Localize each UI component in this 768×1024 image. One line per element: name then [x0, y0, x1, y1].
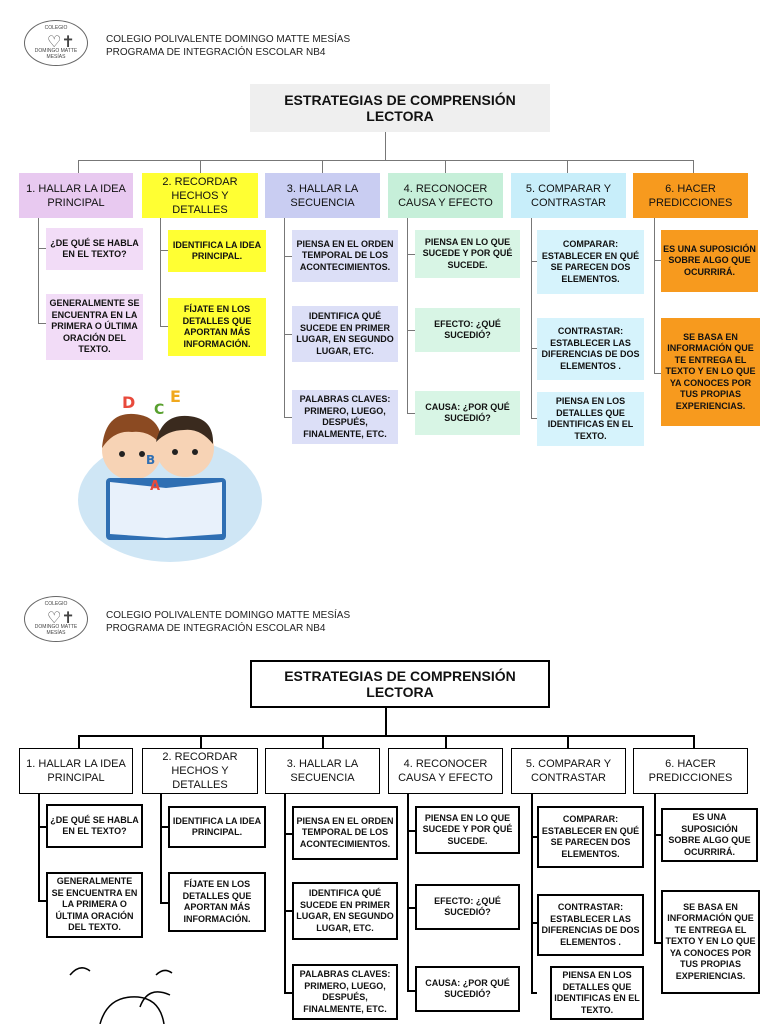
- item-details-1: IDENTIFICA LA IDEA PRINCIPAL.: [168, 230, 266, 272]
- letter-a: A: [150, 479, 160, 494]
- category-predictions: 6. HACER PREDICCIONES: [633, 173, 748, 218]
- item-details-2-bw: FÍJATE EN LOS DETALLES QUE APORTAN MÁS I…: [168, 872, 266, 932]
- item-compare-1-bw: COMPARAR: ESTABLECER EN QUÉ SE PARECEN D…: [537, 806, 644, 868]
- item-cause-effect-1-bw: PIENSA EN LO QUE SUCEDE Y POR QUÉ SUCEDE…: [415, 806, 520, 854]
- category-sequence: 3. HALLAR LA SECUENCIA: [265, 173, 380, 218]
- item-main-idea-1-bw: ¿DE QUÉ SE HABLA EN EL TEXTO?: [46, 804, 143, 848]
- item-predictions-1: ES UNA SUPOSICIÓN SOBRE ALGO QUE OCURRIR…: [661, 230, 758, 292]
- category-main-idea: 1. HALLAR LA IDEA PRINCIPAL: [19, 173, 133, 218]
- category-compare-contrast-bw: 5. COMPARAR Y CONTRASTAR: [511, 748, 626, 794]
- page-title-bw: ESTRATEGIAS DE COMPRENSIÓN LECTORA: [250, 660, 550, 708]
- item-sequence-1-bw: PIENSA EN EL ORDEN TEMPORAL DE LOS ACONT…: [292, 806, 398, 860]
- item-cause-effect-1: PIENSA EN LO QUE SUCEDE Y POR QUÉ SUCEDE…: [415, 230, 520, 278]
- item-compare-3-bw: PIENSA EN LOS DETALLES QUE IDENTIFICAS E…: [550, 966, 644, 1020]
- heart-cross-icon: ♡✝: [47, 34, 75, 51]
- item-sequence-3-bw: PALABRAS CLAVES: PRIMERO, LUEGO, DESPUÉS…: [292, 964, 398, 1020]
- category-cause-effect-bw: 4. RECONOCER CAUSA Y EFECTO: [388, 748, 503, 794]
- item-sequence-2: IDENTIFICA QUÉ SUCEDE EN PRIMER LUGAR, E…: [292, 306, 398, 362]
- item-cause-effect-3-bw: CAUSA: ¿POR QUÉ SUCEDIÓ?: [415, 966, 520, 1012]
- category-facts-details: 2. RECORDAR HECHOS Y DETALLES: [142, 173, 258, 218]
- item-main-idea-1: ¿DE QUÉ SE HABLA EN EL TEXTO?: [46, 228, 143, 270]
- letter-d: D: [122, 393, 135, 412]
- letter-e: E: [170, 387, 181, 406]
- item-cause-effect-2-bw: EFECTO: ¿QUÉ SUCEDIÓ?: [415, 884, 520, 930]
- item-compare-1: COMPARAR: ESTABLECER EN QUÉ SE PARECEN D…: [537, 230, 644, 294]
- item-main-idea-2-bw: GENERALMENTE SE ENCUENTRA EN LA PRIMERA …: [46, 872, 143, 938]
- category-sequence-bw: 3. HALLAR LA SECUENCIA: [265, 748, 380, 794]
- item-compare-2-bw: CONTRASTAR: ESTABLECER LAS DIFERENCIAS D…: [537, 894, 644, 956]
- category-main-idea-bw: 1. HALLAR LA IDEA PRINCIPAL: [19, 748, 133, 794]
- item-compare-2: CONTRASTAR: ESTABLECER LAS DIFERENCIAS D…: [537, 318, 644, 380]
- item-details-1-bw: IDENTIFICA LA IDEA PRINCIPAL.: [168, 806, 266, 848]
- item-main-idea-2: GENERALMENTE SE ENCUENTRA EN LA PRIMERA …: [46, 294, 143, 360]
- category-predictions-bw: 6. HACER PREDICCIONES: [633, 748, 748, 794]
- item-compare-3: PIENSA EN LOS DETALLES QUE IDENTIFICAS E…: [537, 392, 644, 446]
- item-predictions-1-bw: ES UNA SUPOSICIÓN SOBRE ALGO QUE OCURRIR…: [661, 808, 758, 862]
- letter-c: C: [154, 402, 164, 418]
- item-sequence-3: PALABRAS CLAVES: PRIMERO, LUEGO, DESPUÉS…: [292, 390, 398, 444]
- children-reading-illustration: D E C B A: [78, 387, 262, 562]
- item-sequence-1: PIENSA EN EL ORDEN TEMPORAL DE LOS ACONT…: [292, 230, 398, 282]
- item-cause-effect-2: EFECTO: ¿QUÉ SUCEDIÓ?: [415, 308, 520, 352]
- item-predictions-2-bw: SE BASA EN INFORMACIÓN QUE TE ENTREGA EL…: [661, 890, 760, 994]
- category-cause-effect: 4. RECONOCER CAUSA Y EFECTO: [388, 173, 503, 218]
- school-logo: COLEGIO ♡✝ DOMINGO MATTE MESÍAS: [24, 20, 88, 66]
- category-compare-contrast: 5. COMPARAR Y CONTRASTAR: [511, 173, 626, 218]
- item-cause-effect-3: CAUSA: ¿POR QUÉ SUCEDIÓ?: [415, 391, 520, 435]
- heart-cross-icon-bw: ♡✝: [47, 610, 75, 627]
- school-name-bw: COLEGIO POLIVALENTE DOMINGO MATTE MESÍAS: [106, 610, 351, 621]
- program-name-bw: PROGRAMA DE INTEGRACIÓN ESCOLAR NB4: [106, 623, 326, 634]
- program-name: PROGRAMA DE INTEGRACIÓN ESCOLAR NB4: [106, 47, 326, 58]
- item-sequence-2-bw: IDENTIFICA QUÉ SUCEDE EN PRIMER LUGAR, E…: [292, 882, 398, 940]
- children-reading-outline-illustration: [69, 967, 173, 1024]
- school-logo-bw: COLEGIO ♡✝ DOMINGO MATTE MESÍAS: [24, 596, 88, 642]
- school-name: COLEGIO POLIVALENTE DOMINGO MATTE MESÍAS: [106, 34, 351, 45]
- item-details-2: FÍJATE EN LOS DETALLES QUE APORTAN MÁS I…: [168, 298, 266, 356]
- category-facts-details-bw: 2. RECORDAR HECHOS Y DETALLES: [142, 748, 258, 794]
- letter-b: B: [146, 453, 155, 467]
- item-predictions-2: SE BASA EN INFORMACIÓN QUE TE ENTREGA EL…: [661, 318, 760, 426]
- page-title: ESTRATEGIAS DE COMPRENSIÓN LECTORA: [250, 84, 550, 132]
